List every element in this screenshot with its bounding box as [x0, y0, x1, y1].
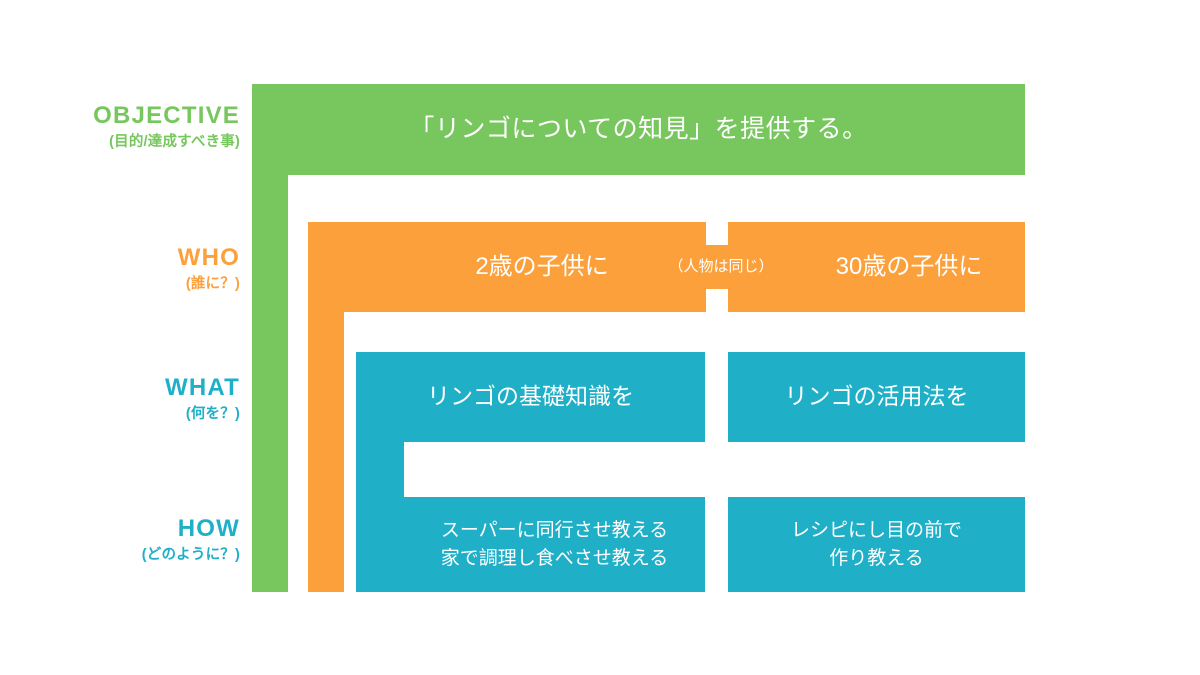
- row-label-how: HOW (どのように？): [142, 517, 240, 563]
- row-label-how-en: HOW: [177, 515, 240, 542]
- how-left-box: スーパーに同行させ教える 家で調理し食べさせ教える: [404, 497, 705, 592]
- who-bar-inner: 2歳の子供に （人物は同じ） 30歳の子供に: [308, 222, 1025, 312]
- how-right-box: レシピにし目の前で 作り教える: [728, 497, 1025, 592]
- row-label-objective: OBJECTIVE (目的/達成すべき事): [93, 104, 240, 150]
- row-label-what-ja: (何を？): [185, 406, 240, 422]
- who-bar-notch-top: [706, 222, 728, 245]
- who-right-text: 30歳の子供に: [835, 252, 983, 280]
- row-label-how-ja: (どのように？): [141, 547, 240, 563]
- how-right-text: レシピにし目の前で 作り教える: [790, 519, 962, 569]
- how-left-text: スーパーに同行させ教える 家で調理し食べさせ教える: [440, 519, 669, 569]
- row-label-who-ja: (誰に？): [185, 276, 240, 292]
- what-right-box: リンゴの活用法を: [728, 352, 1025, 442]
- what-right-text: リンゴの活用法を: [784, 383, 969, 410]
- row-label-who-en: WHO: [177, 244, 240, 271]
- who-bar-notch-bottom: [706, 289, 728, 312]
- what-left-text: リンゴの基礎知識を: [427, 383, 634, 410]
- row-label-column: OBJECTIVE (目的/達成すべき事) WHO (誰に？) WHAT (何を…: [0, 0, 240, 675]
- who-left-text: 2歳の子供に: [475, 252, 609, 280]
- who-bar: 2歳の子供に （人物は同じ） 30歳の子供に: [308, 222, 1025, 312]
- objective-bar: 「リンゴについての知見」を提供する。: [252, 84, 1025, 175]
- objective-text: 「リンゴについての知見」を提供する。: [409, 115, 868, 144]
- row-label-objective-ja: (目的/達成すべき事): [109, 134, 240, 150]
- row-label-objective-en: OBJECTIVE: [93, 102, 240, 129]
- row-label-who: WHO (誰に？): [178, 246, 240, 292]
- what-left-box: リンゴの基礎知識を: [356, 352, 705, 442]
- who-note-text: （人物は同じ）: [668, 258, 774, 276]
- row-label-what-en: WHAT: [165, 374, 240, 401]
- row-label-what: WHAT (何を？): [165, 376, 240, 422]
